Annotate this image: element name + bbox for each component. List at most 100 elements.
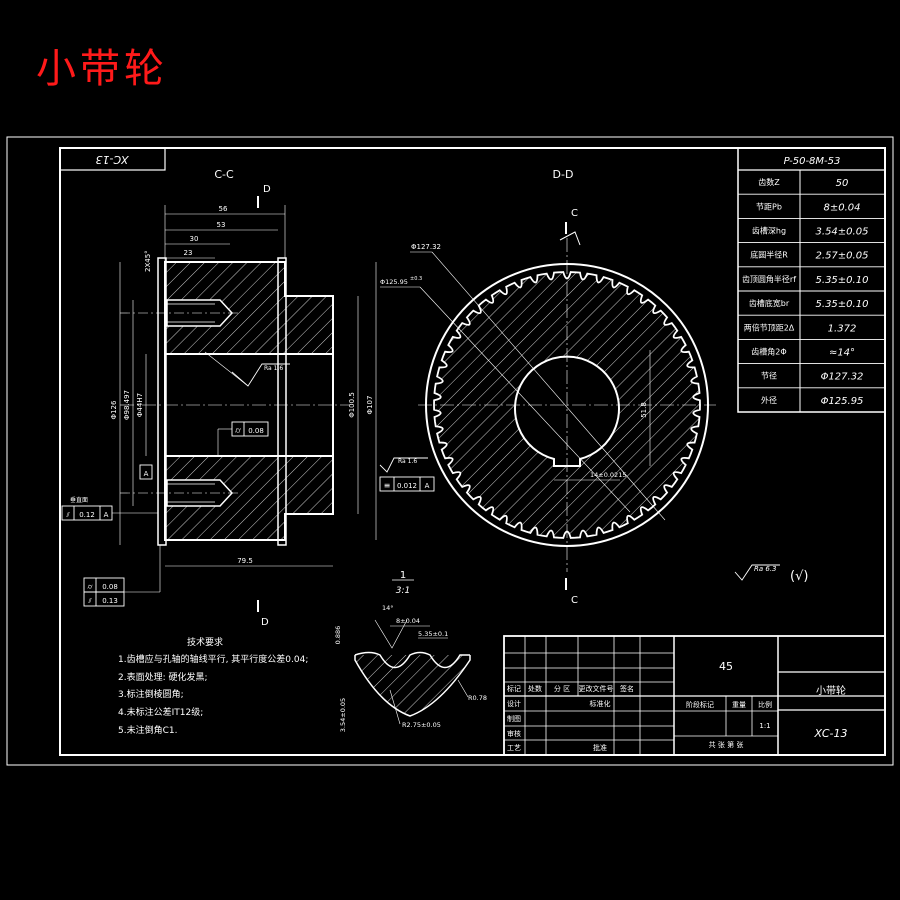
svg-text:更改文件号: 更改文件号 — [579, 684, 614, 693]
param-value: Φ127.32 — [821, 372, 864, 383]
cut-c-top: C — [571, 208, 578, 219]
roughness-left: Ra 1.6 ≡ 0.012 A — [379, 457, 435, 492]
svg-text:(√): (√) — [790, 569, 808, 584]
param-value: 5.35±0.10 — [816, 299, 869, 310]
svg-text:79.5: 79.5 — [237, 557, 253, 565]
svg-text:Φ125.95: Φ125.95 — [380, 278, 408, 286]
note-3: 3.标注倒棱圆角; — [118, 688, 184, 700]
param-value: 5.35±0.10 — [816, 275, 869, 286]
technical-notes: 技术要求 1.齿槽应与孔轴的轴线平行, 其平行度公差0.04; 2.表面处理: … — [118, 636, 308, 736]
param-label: 齿槽底宽br — [749, 298, 790, 308]
notes-heading: 技术要求 — [187, 636, 223, 648]
svg-text:设计: 设计 — [507, 699, 521, 708]
svg-text:3.54±0.05: 3.54±0.05 — [339, 698, 347, 732]
svg-text:Φ107: Φ107 — [366, 396, 374, 415]
svg-text:R2.75±0.05: R2.75±0.05 — [402, 721, 441, 729]
svg-text:⫽: ⫽ — [87, 597, 92, 605]
param-label: 节距Pb — [756, 202, 782, 211]
svg-text:0.13: 0.13 — [102, 597, 118, 605]
svg-text:⌭: ⌭ — [87, 583, 92, 591]
frame-tag: XC-13 — [96, 153, 130, 166]
svg-text:处数: 处数 — [528, 684, 542, 693]
svg-text:标准化: 标准化 — [590, 699, 611, 708]
svg-text:签名: 签名 — [620, 684, 634, 693]
note-1: 1.齿槽应与孔轴的轴线平行, 其平行度公差0.04; — [118, 653, 308, 665]
param-value: ≈14° — [829, 348, 855, 359]
param-value: 8±0.04 — [823, 202, 860, 213]
tooth-detail: 1 3:1 14° 8±0.04 5.35±0.1 0.886 3.54±0.0… — [334, 570, 487, 732]
param-code: P-50-8M-53 — [784, 156, 841, 167]
label-dd: D-D — [553, 168, 574, 181]
param-label: 底圆半径R — [750, 250, 788, 260]
svg-text:14±0.0215: 14±0.0215 — [590, 471, 626, 479]
svg-text:批准: 批准 — [593, 743, 607, 752]
svg-text:≡: ≡ — [384, 481, 391, 490]
svg-text:Φ100.5: Φ100.5 — [348, 392, 356, 418]
svg-text:0.012: 0.012 — [397, 482, 417, 490]
drawing-number: XC-13 — [814, 727, 848, 740]
svg-text:Φ127.32: Φ127.32 — [411, 243, 441, 251]
parameter-table: P-50-8M-53 齿数Z 50 节距Pb 8±0.04 齿槽深hg 3.54±0.05… — [737, 147, 886, 413]
note-5: 5.未注倒角C1. — [118, 724, 177, 736]
param-label: 齿顶圆角半径rf — [742, 274, 796, 284]
svg-text:工艺: 工艺 — [507, 744, 521, 752]
general-roughness: Ra 6.3 (√) — [734, 564, 808, 584]
page-title: 小带轮 — [36, 46, 168, 92]
svg-text:23: 23 — [184, 249, 193, 257]
svg-text:Φ126: Φ126 — [110, 400, 118, 419]
section-view-cc: 56 53 30 23 2X45° Φ126 Φ98.497 Φ44H7 Φ10… — [61, 205, 377, 607]
cut-d-top: D — [263, 184, 271, 195]
outer-border — [6, 136, 894, 766]
material: 45 — [719, 660, 733, 673]
svg-text:8±0.04: 8±0.04 — [396, 617, 420, 625]
svg-text:0.08: 0.08 — [248, 427, 264, 435]
svg-text:0.12: 0.12 — [79, 511, 95, 519]
param-label: 节径 — [761, 371, 777, 381]
svg-text:Ra 6.3: Ra 6.3 — [754, 565, 777, 573]
svg-text:阶段标记: 阶段标记 — [686, 700, 714, 709]
note-2: 2.表面处理: 硬化发黑; — [118, 671, 208, 683]
param-label: 齿槽深hg — [752, 226, 786, 236]
svg-text:1: 1 — [400, 570, 406, 581]
svg-text:1:1: 1:1 — [759, 722, 770, 730]
svg-text:30: 30 — [190, 235, 199, 243]
svg-text:56: 56 — [219, 205, 228, 213]
label-cc: C-C — [214, 168, 234, 181]
svg-text:Ra 1.6: Ra 1.6 — [264, 365, 283, 372]
part-name: 小带轮 — [816, 684, 846, 697]
svg-text:±0.3: ±0.3 — [410, 276, 422, 282]
param-label: 外径 — [761, 395, 777, 405]
svg-text:Ra 1.6: Ra 1.6 — [398, 458, 417, 465]
svg-text:重量: 重量 — [732, 701, 746, 709]
cut-c-bottom: C — [571, 595, 578, 606]
param-label: 两倍节顶距2Δ — [744, 322, 795, 332]
param-label: 齿槽角2Φ — [751, 347, 786, 357]
svg-text:⫽: ⫽ — [65, 511, 70, 519]
frame-tag-box — [59, 147, 166, 171]
svg-text:14°: 14° — [382, 604, 394, 612]
svg-text:Φ44H7: Φ44H7 — [136, 393, 144, 417]
param-value: 1.372 — [828, 323, 857, 334]
section-view-dd: Φ127.32 Φ125.95 ±0.3 51.8 14±0.0215 — [380, 231, 716, 572]
svg-text:A: A — [144, 470, 149, 478]
svg-text:垂直面: 垂直面 — [70, 496, 88, 504]
svg-text:5.35±0.1: 5.35±0.1 — [418, 630, 448, 638]
note-4: 4.未标注公差IT12级; — [118, 706, 203, 718]
svg-text:A: A — [104, 511, 109, 519]
param-label: 齿数Z — [758, 177, 780, 187]
svg-text:3:1: 3:1 — [396, 586, 410, 596]
svg-text:0.886: 0.886 — [334, 626, 342, 645]
svg-text:R0.78: R0.78 — [468, 694, 487, 702]
param-value: 2.57±0.05 — [816, 251, 869, 262]
param-value: 3.54±0.05 — [816, 227, 869, 238]
svg-text:标记: 标记 — [507, 684, 521, 693]
svg-text:⌭: ⌭ — [235, 426, 241, 435]
param-value: 50 — [836, 178, 849, 189]
svg-text:共 张 第 张: 共 张 第 张 — [709, 740, 744, 749]
svg-text:审核: 审核 — [507, 729, 521, 738]
svg-text:Φ98.497: Φ98.497 — [123, 390, 131, 420]
svg-text:分 区: 分 区 — [554, 684, 570, 693]
svg-text:比例: 比例 — [758, 700, 772, 709]
svg-text:0.08: 0.08 — [102, 583, 118, 591]
